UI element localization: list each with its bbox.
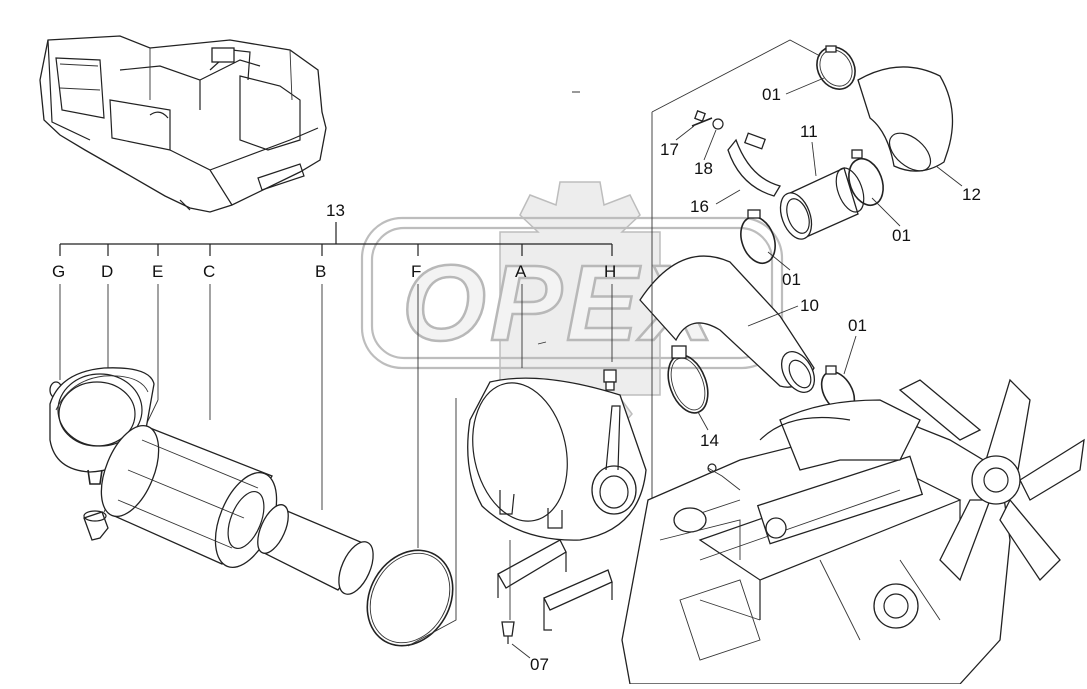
engine <box>621 378 1085 685</box>
part-E-valve <box>83 510 109 541</box>
part-labels: 01 01 01 01 07 10 11 12 14 16 17 18 <box>511 77 981 674</box>
washer-18 <box>712 118 724 130</box>
part-A-air-cleaner-body <box>407 377 647 647</box>
label-01-lower: 01 <box>848 316 867 335</box>
label-12: 12 <box>962 185 981 204</box>
bolt-17 <box>691 110 713 127</box>
label-18: 18 <box>694 159 713 178</box>
clamp-01-top <box>816 45 856 90</box>
stray-marks <box>537 91 580 345</box>
letter-E: E <box>152 262 163 281</box>
letter-C: C <box>203 262 215 281</box>
part-F-o-ring <box>366 549 454 647</box>
label-16: 16 <box>690 197 709 216</box>
letter-G: G <box>52 262 65 281</box>
label-11: 11 <box>800 122 818 141</box>
assembly-label: 13 <box>326 201 345 220</box>
label-01-mid: 01 <box>782 270 801 289</box>
letter-B: B <box>315 262 326 281</box>
label-01-right: 01 <box>892 226 911 245</box>
label-07: 07 <box>530 655 549 674</box>
bracket-16 <box>727 132 782 197</box>
clamp-01-upper-right <box>848 149 884 207</box>
clamp-01-mid <box>740 209 776 265</box>
letter-A: A <box>515 262 527 281</box>
part-C-outer-element <box>100 424 278 569</box>
label-01-top: 01 <box>762 85 781 104</box>
letter-D: D <box>101 262 113 281</box>
leader-top <box>651 39 821 113</box>
label-10: 10 <box>800 296 819 315</box>
opex-watermark: OPEX <box>360 181 784 441</box>
letter-H: H <box>604 262 616 281</box>
part-H-indicator <box>603 369 617 391</box>
label-17: 17 <box>660 140 679 159</box>
excavator-overview <box>39 35 327 213</box>
hose-11 <box>779 167 865 240</box>
part-B-inner-element <box>257 504 374 595</box>
letter-F: F <box>411 262 421 281</box>
label-14: 14 <box>700 431 719 450</box>
hose-12-elbow <box>857 66 954 172</box>
hose-10 <box>639 255 816 393</box>
watermark-text: OPEX <box>402 242 720 363</box>
